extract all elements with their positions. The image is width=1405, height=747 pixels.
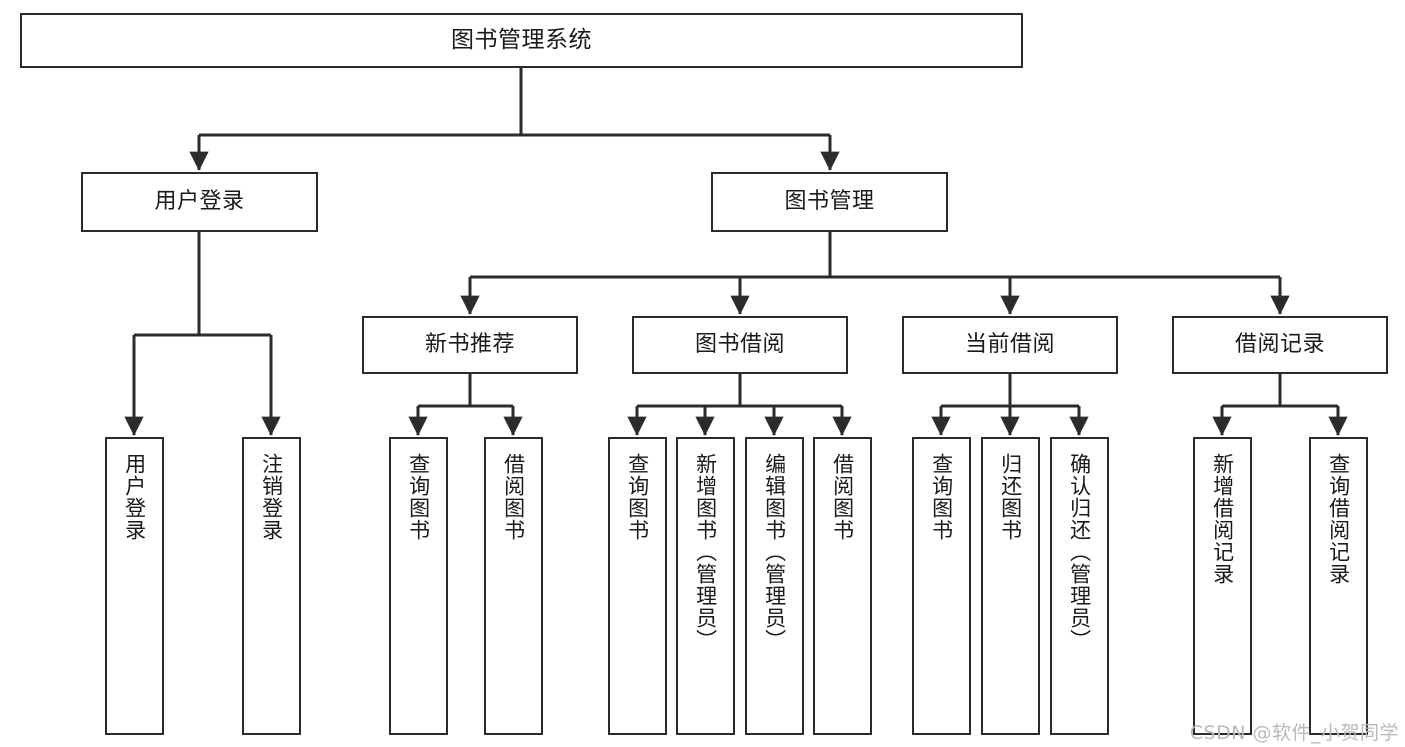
node-leaf-logout-label: 注销登录 [259,453,284,541]
node-book-manage[interactable]: 图书管理 [711,172,948,232]
node-leaf-query-record[interactable]: 查询借阅记录 [1309,437,1368,735]
node-book-manage-label: 图书管理 [784,189,875,215]
node-user-login[interactable]: 用户登录 [81,172,318,232]
node-borrow-record-label: 借阅记录 [1234,332,1325,358]
node-leaf-user-login[interactable]: 用户登录 [105,437,164,735]
node-new-book-rec[interactable]: 新书推荐 [362,316,578,374]
node-leaf-borrow-book-2[interactable]: 借阅图书 [813,437,872,735]
node-book-borrow-label: 图书借阅 [694,332,785,358]
watermark: CSDN @软件_小贺同学 [1189,722,1399,744]
node-leaf-confirm-return-label: 确认归还（管理员） [1067,453,1092,651]
node-leaf-add-book-label: 新增图书（管理员） [693,453,718,651]
node-leaf-borrow-book-1-label: 借阅图书 [501,453,526,541]
node-leaf-edit-book[interactable]: 编辑图书（管理员） [745,437,804,735]
node-leaf-query-book-1[interactable]: 查询图书 [389,437,448,735]
node-leaf-return-book-label: 归还图书 [998,453,1023,541]
node-leaf-edit-book-label: 编辑图书（管理员） [762,453,787,651]
node-leaf-query-book-2[interactable]: 查询图书 [608,437,667,735]
node-root-label: 图书管理系统 [451,26,592,53]
node-leaf-query-book-3[interactable]: 查询图书 [912,437,971,735]
node-root[interactable]: 图书管理系统 [20,13,1023,68]
node-leaf-query-book-3-label: 查询图书 [929,453,954,541]
node-leaf-confirm-return[interactable]: 确认归还（管理员） [1050,437,1109,735]
node-leaf-return-book[interactable]: 归还图书 [981,437,1040,735]
node-user-login-label: 用户登录 [154,189,245,215]
node-leaf-borrow-book-1[interactable]: 借阅图书 [484,437,543,735]
node-leaf-user-login-label: 用户登录 [122,453,147,541]
node-leaf-borrow-book-2-label: 借阅图书 [830,453,855,541]
node-leaf-add-record-label: 新增借阅记录 [1210,453,1235,585]
node-leaf-query-book-1-label: 查询图书 [406,453,431,541]
node-leaf-query-record-label: 查询借阅记录 [1326,453,1351,585]
node-book-borrow[interactable]: 图书借阅 [632,316,848,374]
node-leaf-logout[interactable]: 注销登录 [242,437,301,735]
node-leaf-add-record[interactable]: 新增借阅记录 [1193,437,1252,735]
node-new-book-rec-label: 新书推荐 [424,332,515,358]
node-current-borrow-label: 当前借阅 [964,332,1055,358]
node-leaf-query-book-2-label: 查询图书 [625,453,650,541]
node-borrow-record[interactable]: 借阅记录 [1172,316,1388,374]
node-current-borrow[interactable]: 当前借阅 [902,316,1118,374]
node-leaf-add-book[interactable]: 新增图书（管理员） [676,437,735,735]
